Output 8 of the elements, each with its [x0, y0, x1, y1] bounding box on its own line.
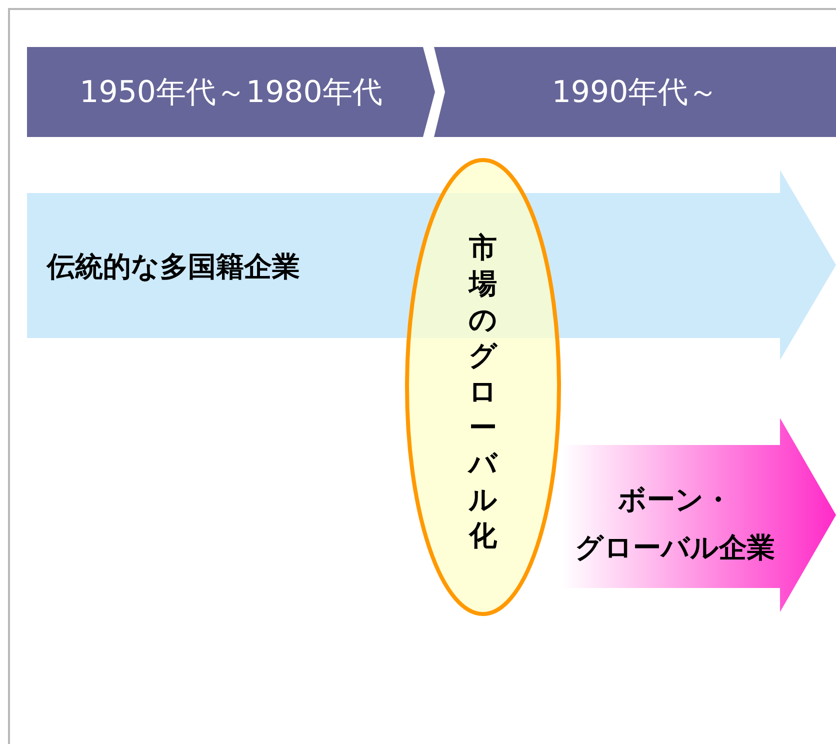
ellipse	[405, 158, 561, 616]
node-label: 伝統的な多国籍企業	[47, 249, 300, 285]
node-label: 1990年代～	[550, 74, 720, 112]
node-label: ボーン・グローバル企業	[574, 482, 776, 566]
period-chevron	[434, 47, 836, 137]
period-chevron	[27, 47, 435, 137]
node-label: 1950年代～1980年代	[78, 74, 384, 112]
node-label: 市場のグローバル化	[466, 230, 499, 554]
